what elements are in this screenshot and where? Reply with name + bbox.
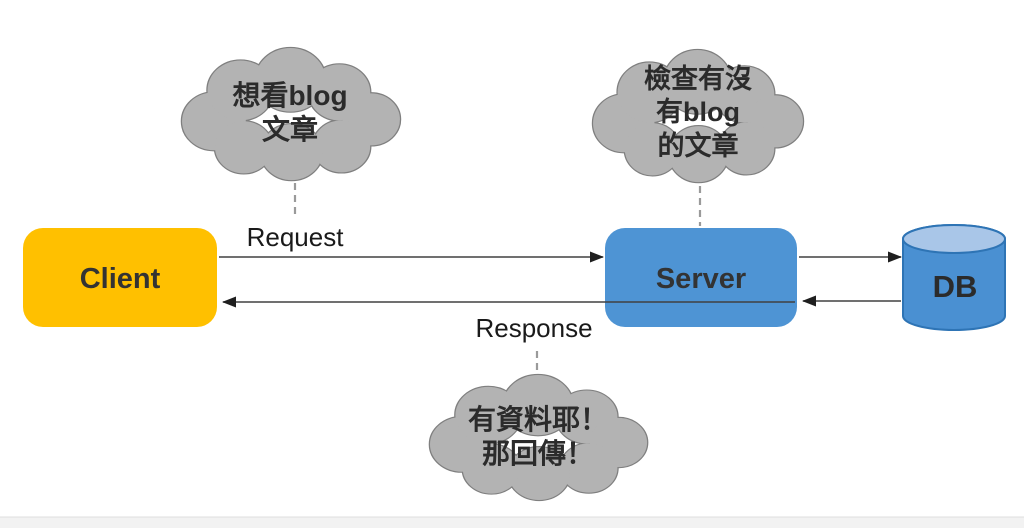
- db-node: DB: [902, 224, 1006, 331]
- client-node-label: Client: [80, 263, 161, 295]
- footer-strip: [0, 517, 1024, 528]
- db-cylinder-top: [902, 224, 1006, 254]
- client-thought-line1: 想看blog: [232, 80, 347, 111]
- response-thought-line2: 那回傳！: [482, 438, 594, 469]
- response-arrow-label: Response: [475, 313, 592, 343]
- client-thought-line2: 文章: [262, 113, 318, 145]
- server-node-label: Server: [656, 263, 746, 295]
- server-thought-line1: 檢查有沒: [644, 63, 753, 94]
- db-node-label: DB: [933, 269, 978, 304]
- response-thought-line1: 有資料耶！: [468, 404, 608, 435]
- server-thought-line3: 的文章: [658, 130, 739, 161]
- request-arrow-label: Request: [247, 222, 345, 252]
- client-node: [23, 228, 217, 327]
- server-thought-line2: 有blog: [656, 97, 740, 127]
